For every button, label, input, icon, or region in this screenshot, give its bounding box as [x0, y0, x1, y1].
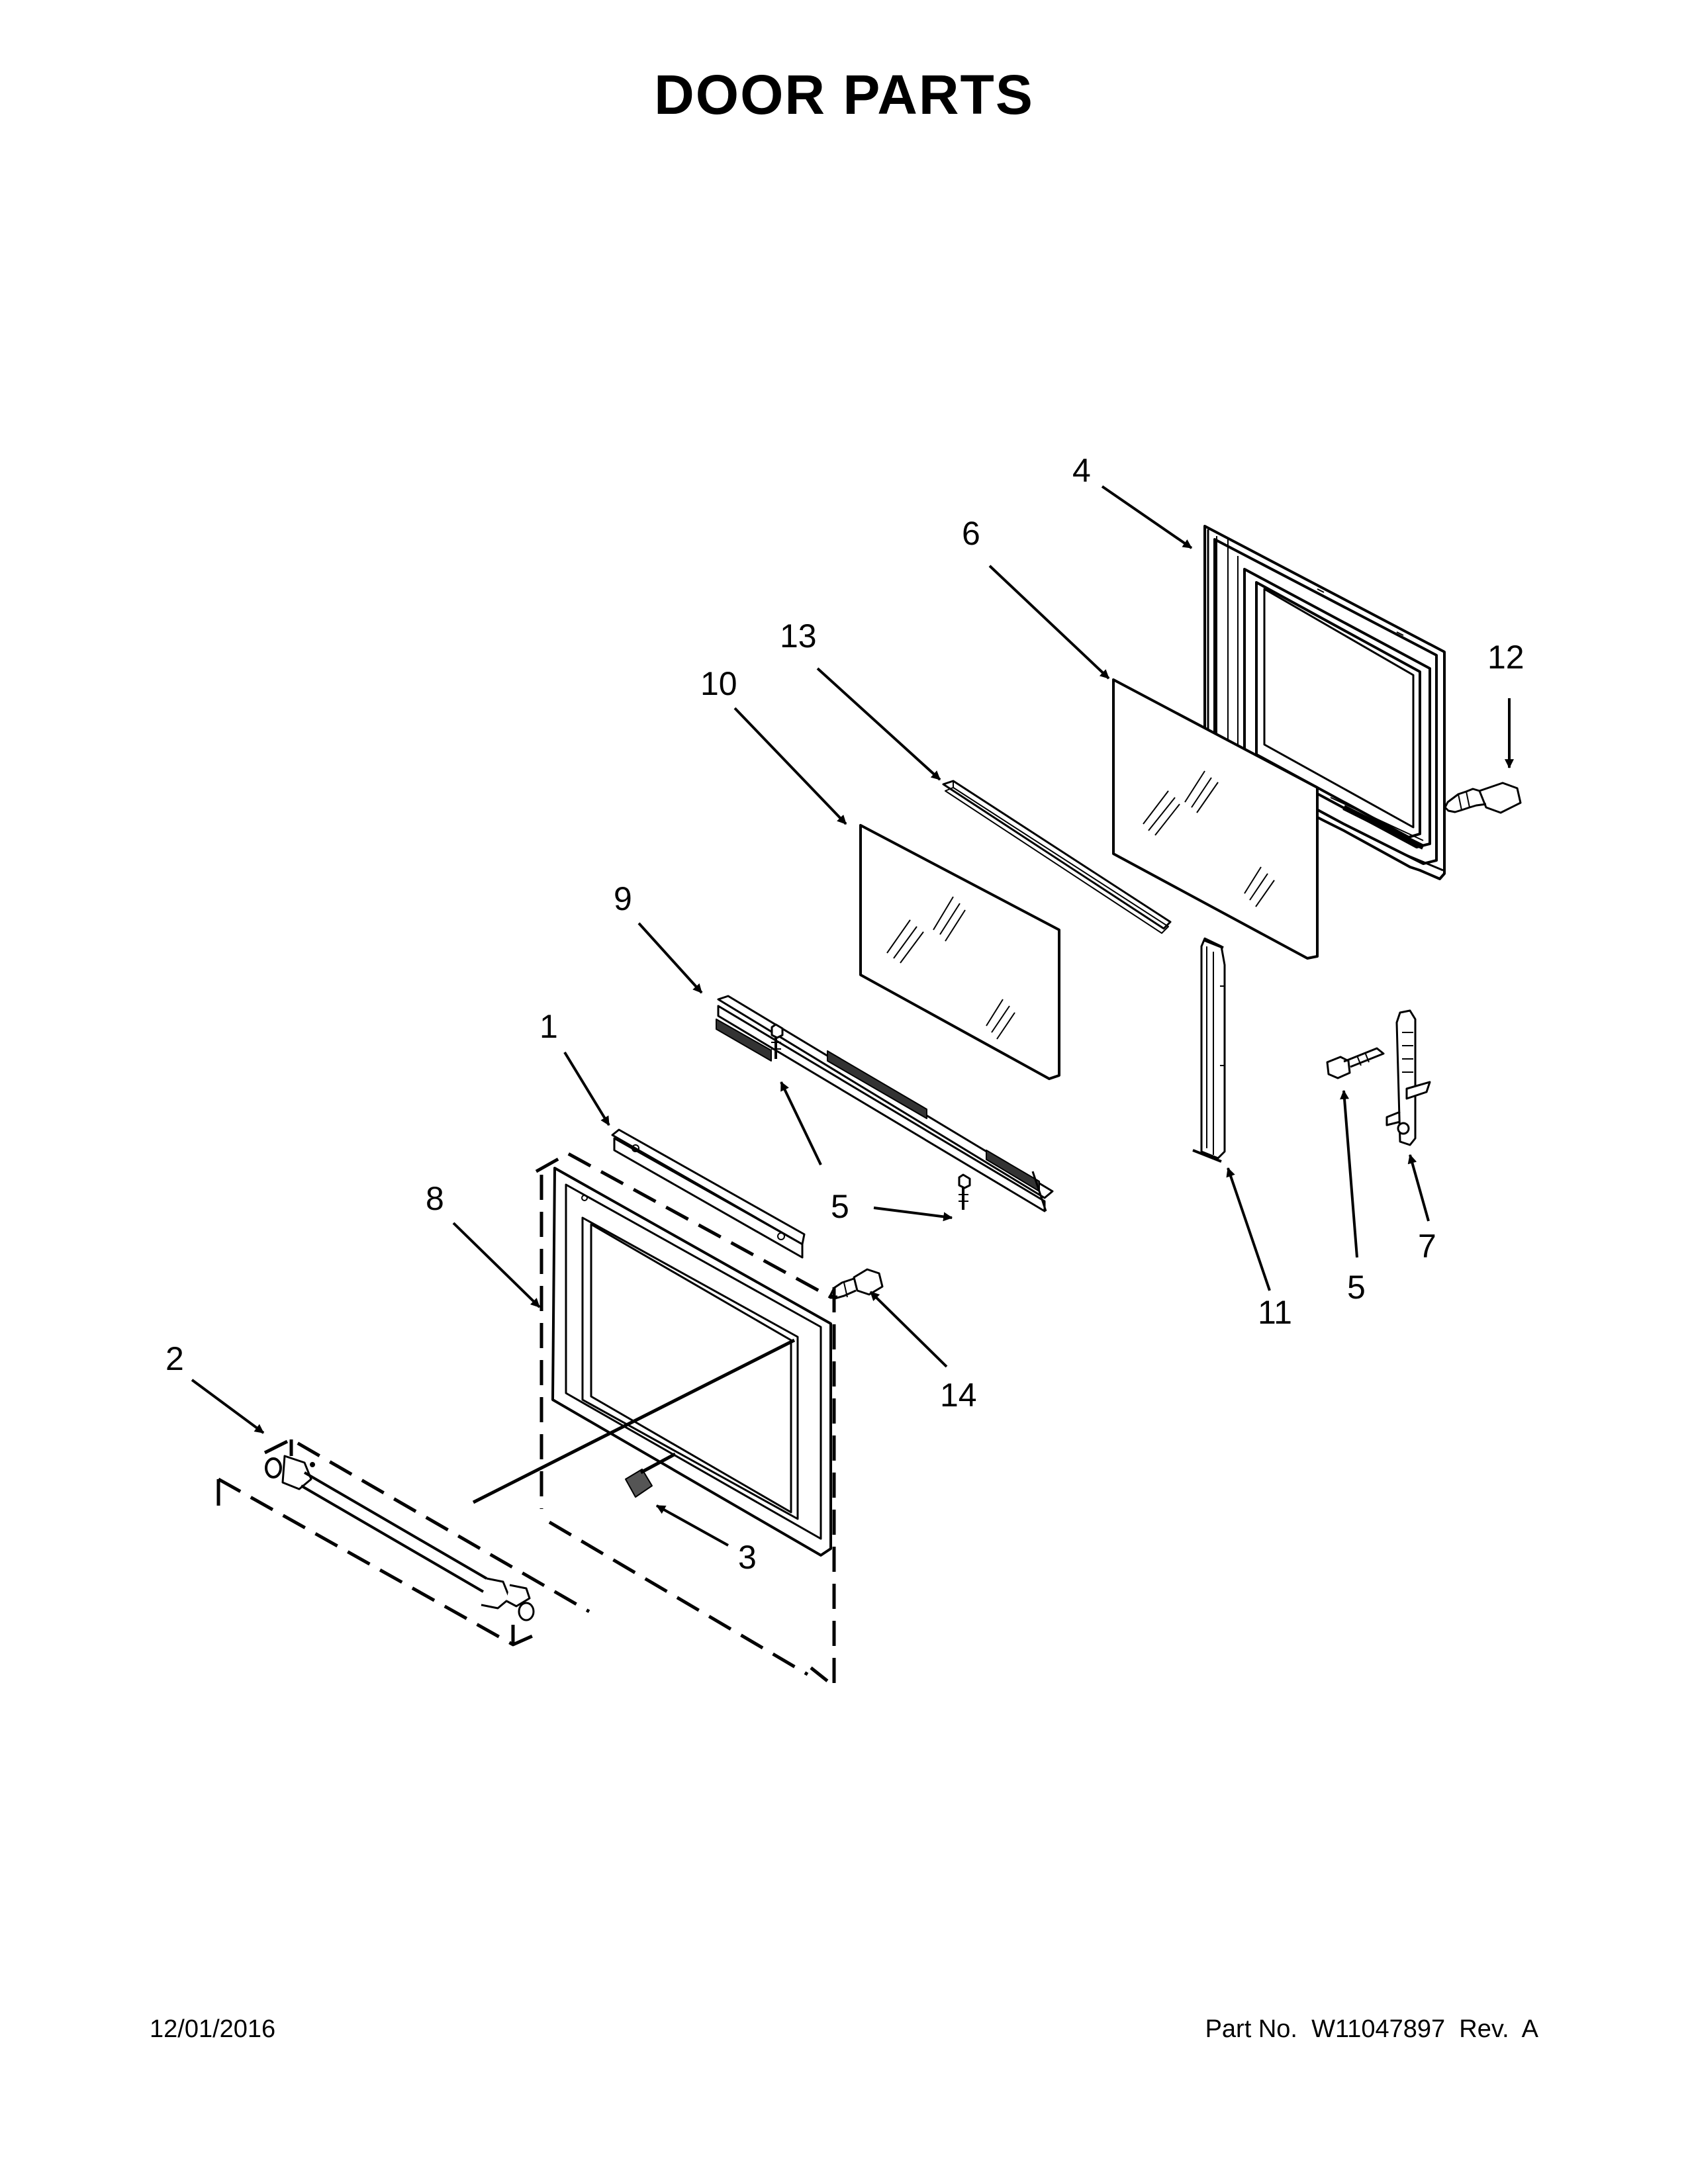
screw-5-part — [771, 1023, 971, 1210]
callout-2: 2 — [165, 1340, 184, 1377]
callout-12: 12 — [1487, 639, 1524, 676]
callout-4: 4 — [1072, 452, 1091, 489]
callout-8: 8 — [426, 1180, 444, 1217]
glass-strip-13-part — [942, 780, 1172, 934]
frame-9-part — [716, 995, 1054, 1212]
screw-5-hinge-part — [1326, 1047, 1385, 1079]
strip-1-part — [611, 1128, 806, 1259]
callout-14: 14 — [940, 1377, 977, 1414]
assembly-connector-line — [472, 1338, 796, 1504]
callout-13: 13 — [780, 617, 817, 655]
callout-3: 3 — [738, 1539, 757, 1576]
footer-date: 12/01/2016 — [150, 2015, 276, 2043]
glass-10-part — [859, 824, 1060, 1080]
side-bracket-11-part — [1192, 937, 1226, 1163]
footer-part-number: Part No. W11047897 Rev. A — [1205, 2015, 1538, 2043]
callout-6: 6 — [962, 515, 980, 552]
leader-lines — [191, 485, 1514, 1547]
callout-5a: 5 — [831, 1188, 849, 1225]
callout-9: 9 — [614, 880, 632, 917]
hinge-7-part — [1385, 1009, 1431, 1146]
handle-2-part — [265, 1455, 535, 1621]
outer-door-panel-8-part — [551, 1167, 832, 1557]
callout-7: 7 — [1418, 1228, 1436, 1265]
screw-14-part — [829, 1268, 884, 1300]
rear-glass-part — [1112, 678, 1319, 960]
page-title: DOOR PARTS — [654, 64, 1034, 126]
screw-12-part — [1444, 782, 1522, 814]
callout-5b: 5 — [1347, 1269, 1366, 1306]
callout-1: 1 — [539, 1008, 558, 1045]
inner-door-frame-part — [1203, 525, 1446, 880]
callout-10: 10 — [700, 665, 737, 702]
callout-11: 11 — [1258, 1294, 1292, 1331]
